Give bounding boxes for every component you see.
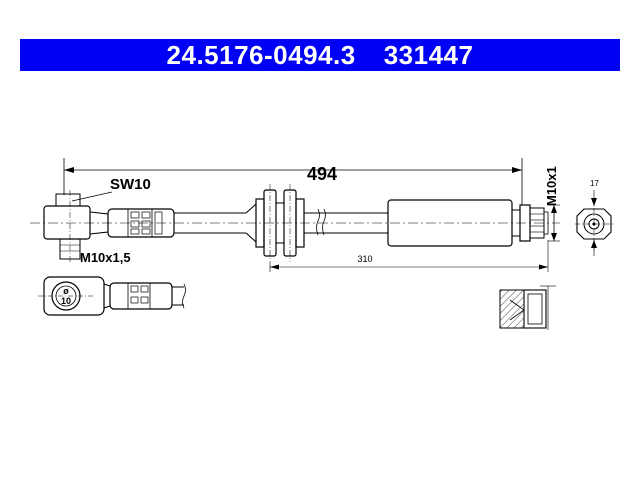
article-number: 331447 bbox=[383, 39, 474, 70]
bore-value-label: 10 bbox=[61, 296, 71, 306]
thread-right-label: M10x1 bbox=[544, 166, 559, 206]
right-fitting bbox=[387, 199, 549, 247]
wrench-leader bbox=[71, 191, 113, 202]
right-end-view bbox=[575, 190, 613, 256]
wrench-size-label: SW10 bbox=[110, 176, 151, 193]
bore-symbol-label: ø bbox=[63, 286, 69, 296]
dimension-total-length bbox=[63, 158, 523, 205]
section-detail bbox=[499, 285, 556, 330]
dimension-partial-length bbox=[269, 240, 549, 272]
total-length-label: 494 bbox=[307, 164, 337, 184]
hose bbox=[30, 208, 560, 236]
thread-left-label: M10x1,5 bbox=[80, 250, 131, 265]
title-banner: 24.5176-0494.3 331447 bbox=[20, 39, 620, 71]
partial-length-label: 310 bbox=[357, 254, 372, 264]
hex-size-label: 17 bbox=[590, 179, 599, 188]
left-banjo-top-view bbox=[38, 276, 186, 316]
part-number: 24.5176-0494.3 bbox=[166, 39, 356, 70]
hose-grommet bbox=[245, 184, 305, 262]
dimension-thread-right bbox=[548, 204, 560, 242]
